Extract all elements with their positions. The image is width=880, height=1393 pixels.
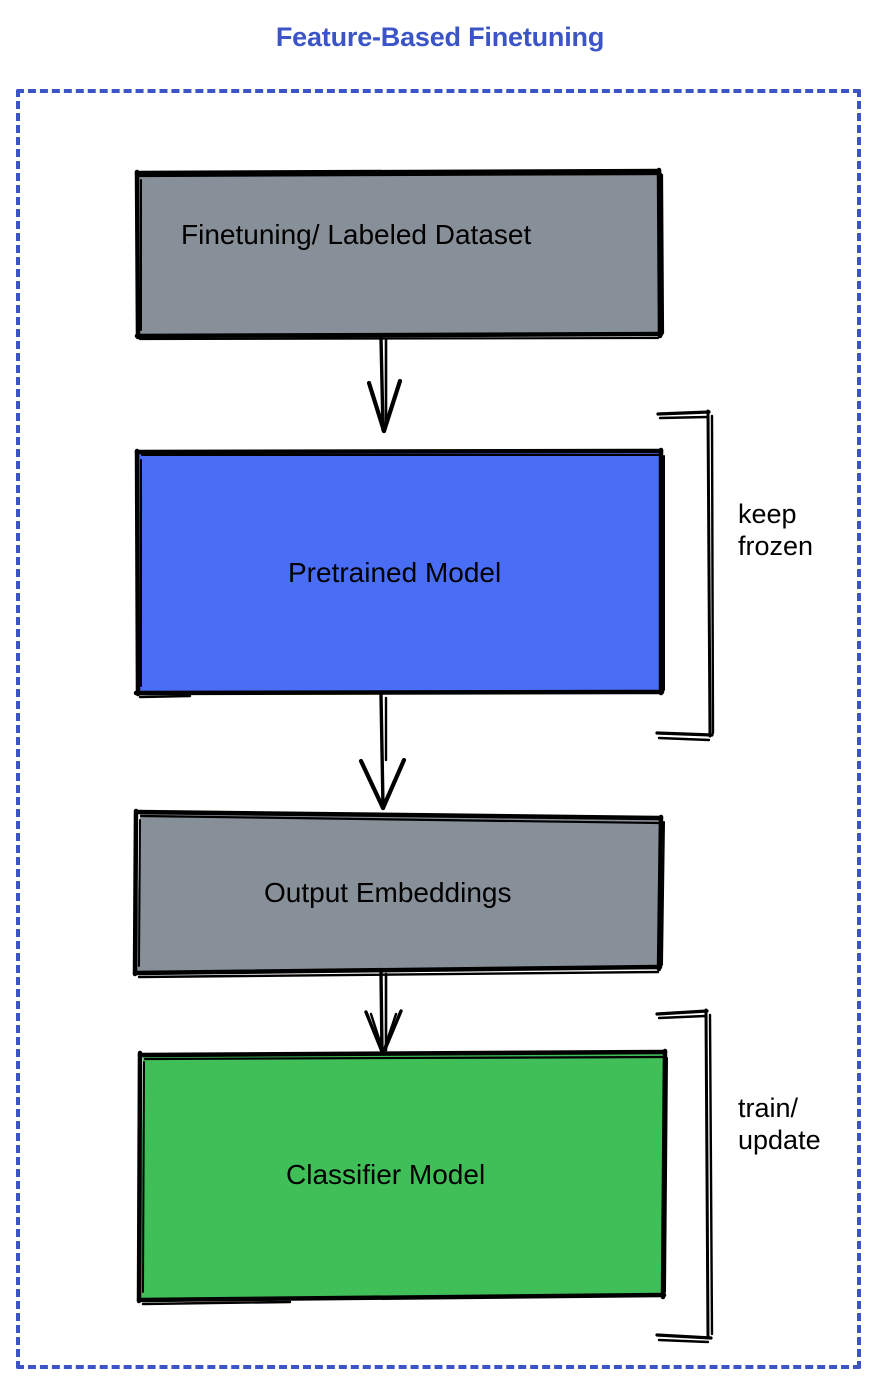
node-embeddings-label: Output Embeddings [264, 877, 512, 908]
node-classifier-label: Classifier Model [286, 1159, 486, 1190]
node-dataset-label: Finetuning/ Labeled Dataset [181, 219, 532, 250]
edge-pretrained-to-embeddings [358, 693, 407, 811]
annotation-keep-frozen: keep frozen [738, 499, 814, 562]
node-dataset[interactable] [137, 171, 664, 339]
page-title: Feature-Based Finetuning [275, 22, 605, 52]
edge-embeddings-to-classifier [364, 970, 403, 1056]
node-pretrained-label: Pretrained Model [288, 557, 502, 588]
annotation-train-update: train/ update [738, 1093, 821, 1156]
edge-dataset-to-pretrained [366, 336, 403, 434]
